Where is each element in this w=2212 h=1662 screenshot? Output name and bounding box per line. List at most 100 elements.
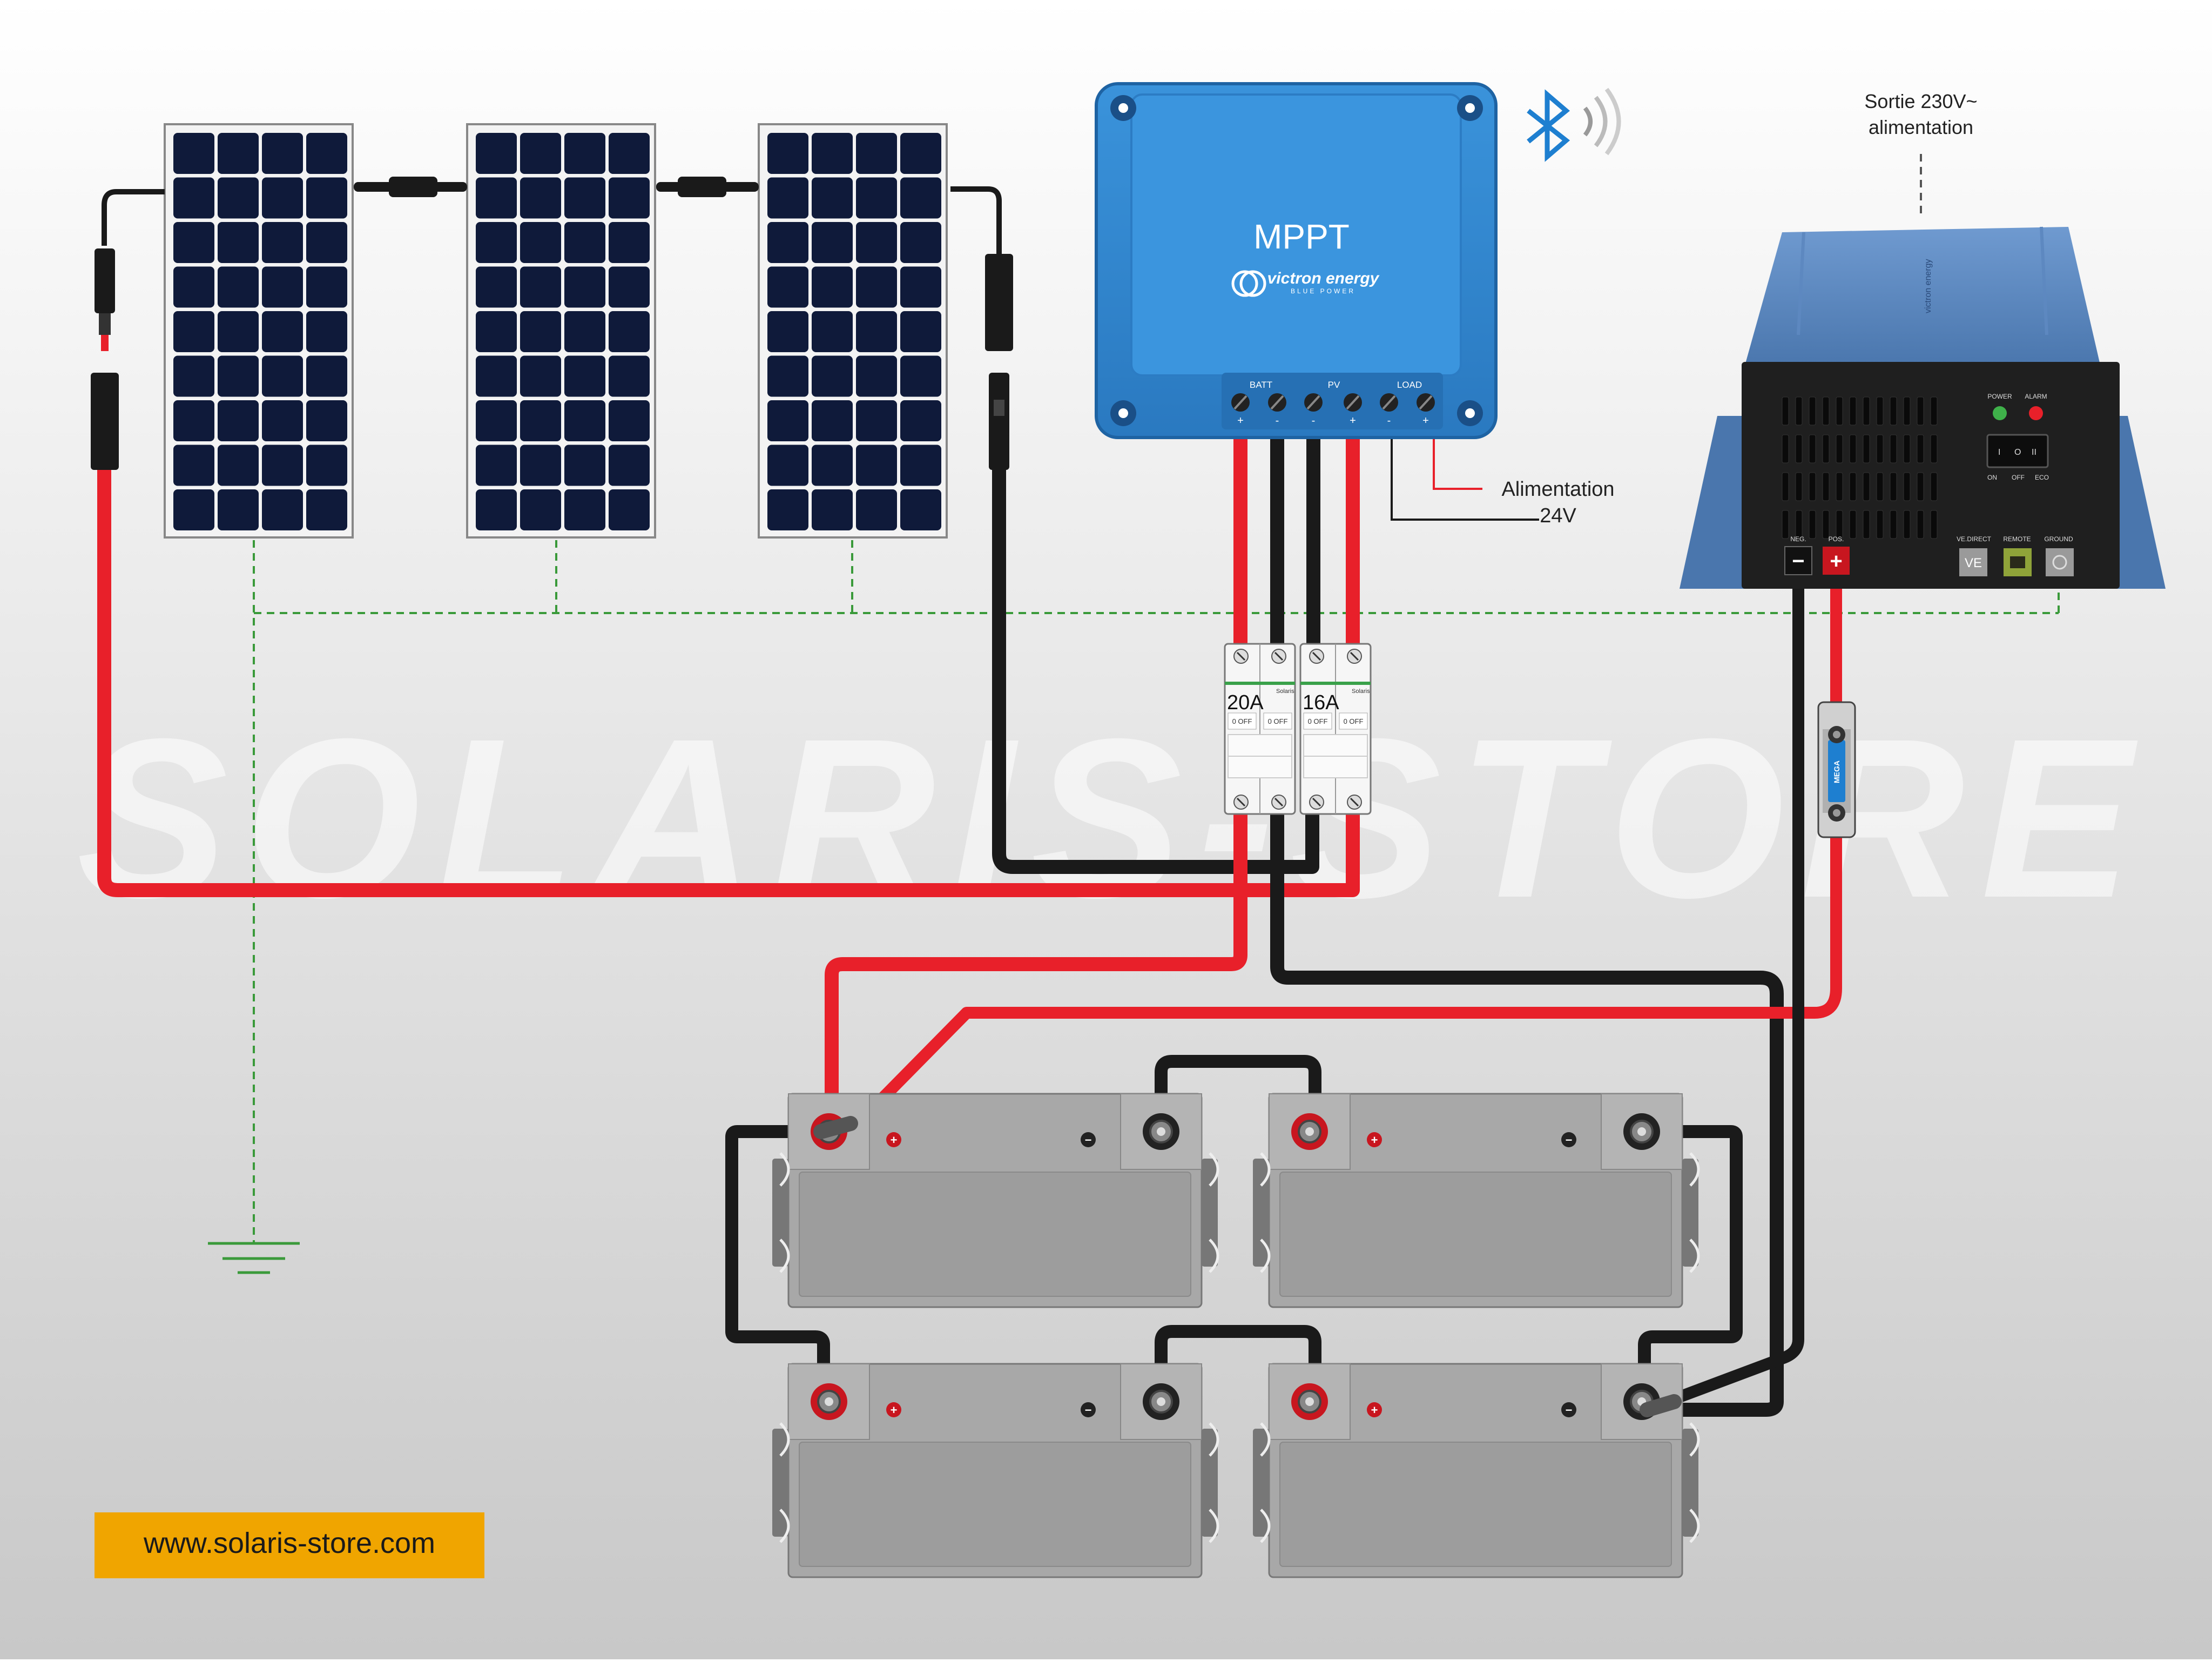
solar-panel [164, 123, 354, 539]
terminal-polarity: - [1276, 415, 1279, 427]
ground-terminal[interactable] [2046, 548, 2074, 576]
neg-terminal[interactable] [1784, 546, 1812, 575]
panel-cell [609, 311, 650, 352]
panel-cell [856, 445, 897, 486]
terminal-label-pv: PV [1328, 380, 1340, 390]
website-link[interactable]: www.solaris-store.com [143, 1527, 435, 1559]
panel-cell [173, 222, 214, 263]
terminal-polarity: + [1237, 415, 1244, 427]
panel-cell [856, 133, 897, 174]
panel-cell [812, 266, 853, 308]
panel-cell [173, 177, 214, 219]
panel-cell [812, 445, 853, 486]
breaker-rating: 20A [1227, 691, 1264, 714]
panel-cell [520, 311, 561, 352]
panel-cell [476, 445, 517, 486]
panel-cell [476, 133, 517, 174]
mc4-female-connector [91, 373, 119, 470]
panel-cell [609, 355, 650, 397]
terminal-label-remote: REMOTE [2003, 535, 2031, 543]
panel-cell [900, 177, 941, 219]
panel-cell [218, 133, 259, 174]
battery: +− [1253, 1093, 1700, 1308]
terminal-label-load: LOAD [1397, 380, 1422, 390]
mppt-terminal-screw[interactable] [1304, 393, 1323, 412]
battery-minus-symbol: − [1085, 1133, 1092, 1147]
switch-label-off: OFF [2012, 474, 2025, 481]
panel-cell [520, 400, 561, 441]
panel-cell [564, 266, 605, 308]
panel-cell [262, 266, 303, 308]
panel-cell [218, 400, 259, 441]
panel-cell [476, 489, 517, 530]
battery: +− [772, 1363, 1219, 1578]
terminal-label-ground: GROUND [2044, 535, 2073, 543]
mppt-terminal-screw[interactable] [1344, 393, 1362, 412]
battery-negative-terminal[interactable] [1143, 1383, 1179, 1420]
panel-cell [262, 489, 303, 530]
battery-negative-terminal[interactable] [1143, 1113, 1179, 1150]
battery-negative-wire [1270, 803, 1784, 1417]
mppt-terminals: +--+-+ [1231, 393, 1435, 427]
panel-cell [900, 133, 941, 174]
mc4-male-connector-right [989, 373, 1009, 470]
panel-cell [767, 489, 808, 530]
panel-cell [173, 445, 214, 486]
panel-cell [812, 311, 853, 352]
mode-switch[interactable] [1986, 434, 2049, 468]
switch-label-eco: ECO [2035, 474, 2049, 481]
panel-cell [767, 445, 808, 486]
panel-cell [306, 445, 347, 486]
ve-direct-port[interactable] [1959, 548, 1987, 576]
mppt-terminal-screw[interactable] [1417, 393, 1435, 412]
mppt-terminal-screw[interactable] [1268, 393, 1286, 412]
panel-cell [564, 222, 605, 263]
panel-cell [856, 400, 897, 441]
battery: +− [772, 1093, 1219, 1308]
panel-cell [564, 445, 605, 486]
mppt-terminal-screw[interactable] [1380, 393, 1398, 412]
panel-cell [856, 266, 897, 308]
ground-symbol-icon [208, 1242, 300, 1274]
panel-cell [856, 355, 897, 397]
panel-cell [900, 489, 941, 530]
watermark-text: SOLARIS-STORE [77, 692, 2148, 945]
pv-negative-wire [992, 463, 1319, 874]
panel-cell [564, 133, 605, 174]
panel-cell [306, 177, 347, 219]
victron-logo-icon [1231, 270, 1266, 297]
battery-positive-terminal[interactable] [1291, 1383, 1328, 1420]
panel-cell [218, 445, 259, 486]
pos-terminal[interactable] [1823, 547, 1850, 575]
battery-positive-terminal[interactable] [811, 1383, 847, 1420]
panel-cell [520, 266, 561, 308]
panel-cell [476, 311, 517, 352]
battery-positive-terminal[interactable] [1291, 1113, 1328, 1150]
panel-cell [812, 222, 853, 263]
panel-cell [767, 177, 808, 219]
battery-link-top-left-bottom-left [725, 1125, 830, 1400]
website-badge[interactable] [95, 1512, 484, 1578]
panel-cell [306, 266, 347, 308]
breaker-state: 0 OFF [1232, 717, 1252, 725]
panel-cell [609, 445, 650, 486]
mppt-tagline: BLUE POWER [1291, 287, 1355, 295]
battery-plus-symbol: + [1371, 1133, 1378, 1147]
terminal-polarity: + [1350, 415, 1356, 427]
battery-negative-terminal[interactable] [1623, 1113, 1660, 1150]
mppt-terminal-screw[interactable] [1231, 393, 1250, 412]
panel-cell [520, 489, 561, 530]
panel-cell [262, 222, 303, 263]
panel-cell [476, 266, 517, 308]
battery: +− [1253, 1363, 1700, 1578]
panel-cell [767, 266, 808, 308]
alarm-led [2029, 406, 2043, 420]
breaker-brand: Solaris [1352, 688, 1370, 695]
breaker-state: 0 OFF [1308, 717, 1328, 725]
mppt-terminal-block [1222, 373, 1443, 429]
panel-cell [812, 133, 853, 174]
